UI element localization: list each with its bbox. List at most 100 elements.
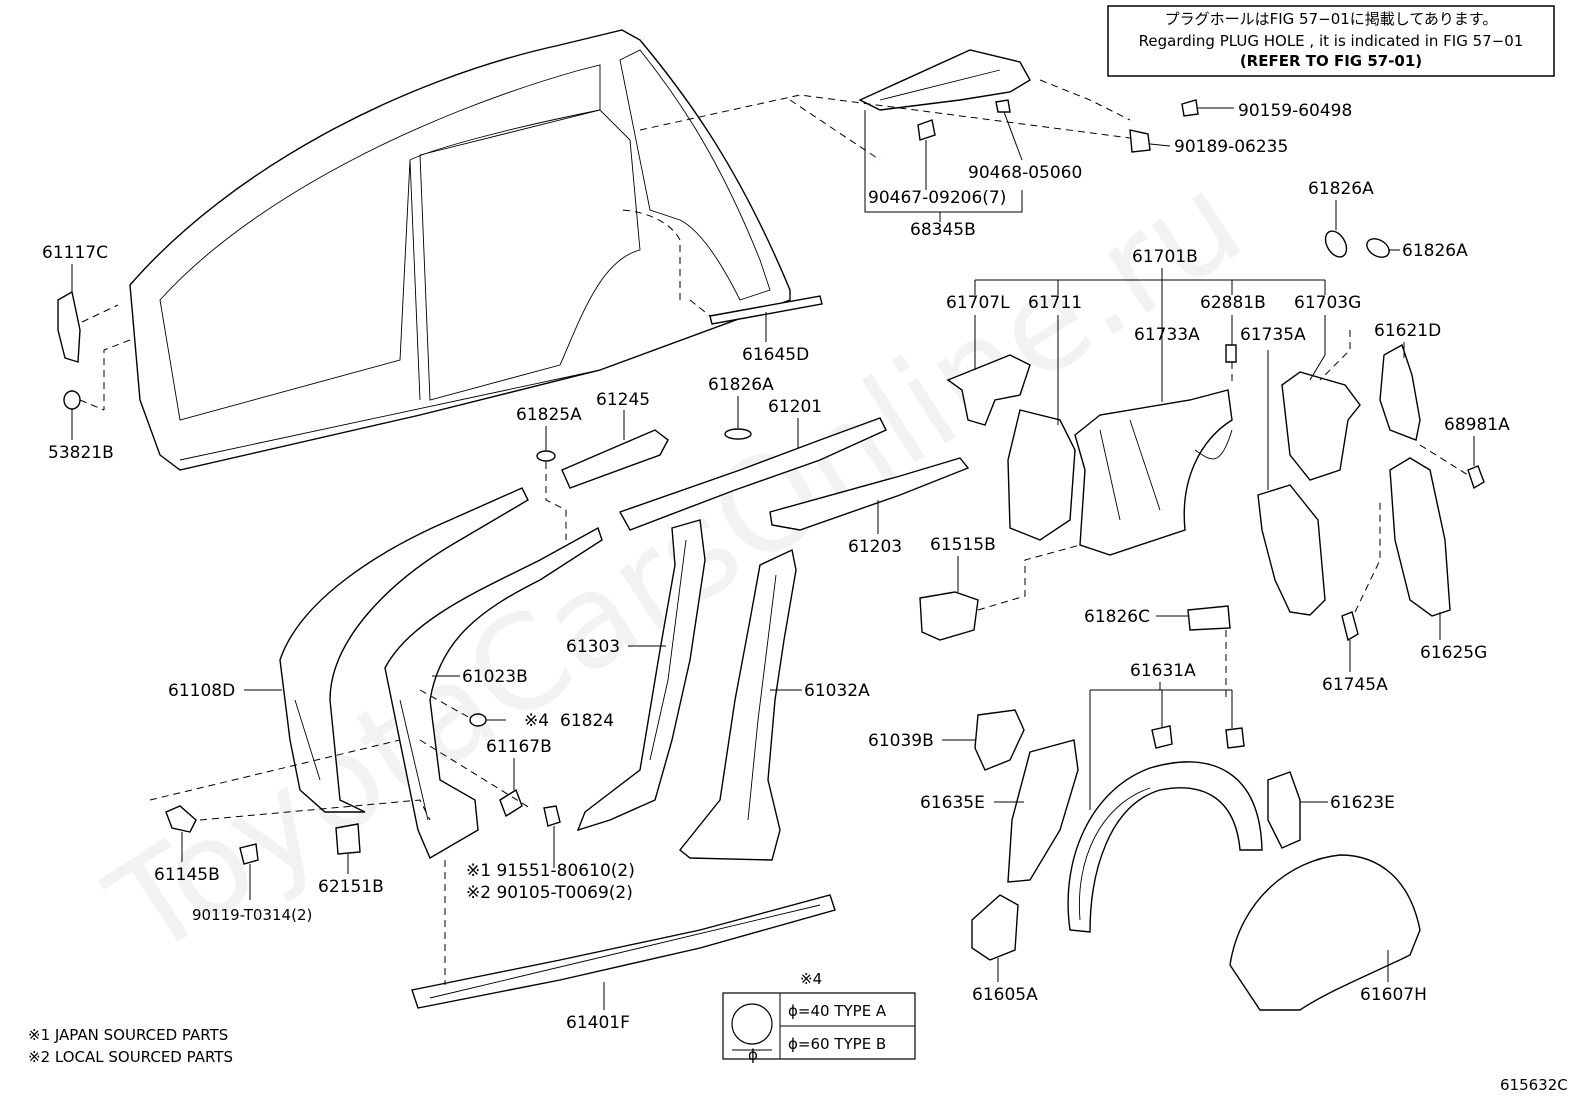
- label-61039b: 61039B: [868, 731, 934, 751]
- plug-61826a-pair: [1324, 230, 1390, 258]
- part-61826c: [1187, 605, 1231, 631]
- label-91551: ※1 91551-80610(2): [466, 861, 635, 881]
- part-61245: [561, 429, 669, 489]
- label-61117c: 61117C: [42, 243, 108, 263]
- label-61201: 61201: [768, 397, 822, 417]
- part-68345b-panel: [639, 49, 1131, 161]
- label-90468: 90468-05060: [968, 163, 1082, 183]
- label-90105: ※2 90105-T0069(2): [466, 883, 633, 903]
- plug-61825a: [536, 450, 556, 462]
- part-61201-rail: [618, 417, 887, 531]
- part-61032a-pillar: [679, 548, 797, 861]
- part-68981a: [1467, 465, 1485, 490]
- label-61735a: 61735A: [1240, 325, 1306, 345]
- part-61023b-pillar: [384, 526, 603, 860]
- part-wheelhouse-arch: [1067, 761, 1263, 933]
- legend-phi: ϕ: [748, 1046, 758, 1064]
- label-62881b: 62881B: [1200, 293, 1266, 313]
- label-62151b: 62151B: [318, 877, 384, 897]
- label-61711: 61711: [1028, 293, 1082, 313]
- label-61703g: 61703G: [1294, 293, 1361, 313]
- part-61711: [1007, 409, 1076, 541]
- label-61826a-top: 61826A: [1308, 179, 1374, 199]
- bolt-90119: [239, 843, 259, 865]
- part-61645d-strip: [619, 209, 823, 325]
- label-61826c: 61826C: [1084, 607, 1150, 627]
- label-61824: 61824: [560, 711, 614, 731]
- label-90159: 90159-60498: [1238, 101, 1352, 121]
- label-61245: 61245: [596, 390, 650, 410]
- label-61167b: 61167B: [486, 737, 552, 757]
- part-62151b: [335, 823, 361, 855]
- part-61623e: [1267, 771, 1301, 849]
- part-61703g: [1281, 371, 1361, 481]
- label-61623e: 61623E: [1330, 793, 1395, 813]
- clip-90189: [1129, 129, 1171, 153]
- part-61108d-pillar: [279, 487, 529, 813]
- label-90119: 90119-T0314(2): [192, 906, 312, 924]
- label-61733a: 61733A: [1134, 325, 1200, 345]
- legend-box: ※4 ϕ ϕ=40 TYPE A ϕ=60 TYPE B: [722, 970, 916, 1064]
- label-61621d: 61621D: [1374, 321, 1441, 341]
- notice-line-2: Regarding PLUG HOLE , it is indicated in…: [1139, 32, 1524, 50]
- legend-heading: ※4: [800, 970, 822, 988]
- label-90467: 90467-09206(7): [868, 188, 1006, 208]
- label-53821b: 53821B: [48, 443, 114, 463]
- side-outer-panel: [129, 29, 791, 471]
- label-61145b: 61145B: [154, 865, 220, 885]
- label-61707l: 61707L: [946, 293, 1010, 313]
- legend-type-a: ϕ=40 TYPE A: [788, 1002, 887, 1020]
- notice-line-3: (REFER TO FIG 57-01): [1240, 52, 1422, 70]
- figure-id: 615632C: [1500, 1076, 1568, 1094]
- label-61032a: 61032A: [804, 681, 870, 701]
- label-61645d: 61645D: [742, 345, 809, 365]
- bolt-91551: [543, 805, 561, 827]
- footnote-1: ※1 JAPAN SOURCED PARTS: [28, 1026, 228, 1044]
- label-61631a: 61631A: [1130, 661, 1196, 681]
- plug-61826a-mid: [724, 428, 752, 440]
- label-61515b: 61515B: [930, 535, 996, 555]
- part-61039b: [974, 709, 1025, 771]
- label-68345b: 68345B: [910, 220, 976, 240]
- part-61635e: [1007, 739, 1079, 883]
- part-53821b-clip: [63, 390, 105, 411]
- label-61745a: 61745A: [1322, 675, 1388, 695]
- notice-line-1: プラグホールはFIG 57−01に掲載してあります。: [1165, 10, 1498, 28]
- part-61145b: [165, 805, 197, 833]
- part-62881b-bolt: [1225, 344, 1237, 363]
- bolt-90159: [1181, 99, 1234, 117]
- label-61605a: 61605A: [972, 985, 1038, 1005]
- label-61023b: 61023B: [462, 667, 528, 687]
- label-61203: 61203: [848, 537, 902, 557]
- label-90189: 90189-06235: [1174, 137, 1288, 157]
- part-61735a: [1257, 484, 1326, 616]
- part-61203-rail: [769, 457, 970, 531]
- label-68981a: 68981A: [1444, 415, 1510, 435]
- part-61631a-clip-2: [1225, 727, 1245, 749]
- notice-box: プラグホールはFIG 57−01に掲載してあります。 Regarding PLU…: [1107, 5, 1555, 77]
- part-61515b: [919, 591, 979, 641]
- part-61621d: [1379, 343, 1421, 441]
- part-61733a: [1074, 389, 1233, 556]
- part-61707l: [946, 354, 1031, 426]
- label-61607h: 61607H: [1360, 985, 1427, 1005]
- legend-type-b: ϕ=60 TYPE B: [788, 1035, 886, 1053]
- part-61607h: [1229, 854, 1421, 1011]
- label-61303: 61303: [566, 637, 620, 657]
- footnote-2: ※2 LOCAL SOURCED PARTS: [28, 1048, 233, 1066]
- part-61745a: [1341, 611, 1359, 642]
- part-61625g: [1389, 457, 1451, 617]
- label-61625g: 61625G: [1420, 643, 1487, 663]
- label-61826a-mid: 61826A: [708, 375, 774, 395]
- label-61108d: 61108D: [168, 681, 235, 701]
- label-61401f: 61401F: [566, 1013, 630, 1033]
- part-61303-pillar: [576, 519, 706, 832]
- label-61825a: 61825A: [516, 405, 582, 425]
- label-61826a-right: 61826A: [1402, 241, 1468, 261]
- grommet-61824: [469, 713, 487, 727]
- label-61635e: 61635E: [920, 793, 985, 813]
- part-61167b: [499, 788, 523, 818]
- part-61605a: [971, 894, 1019, 961]
- label-61701b: 61701B: [1132, 247, 1198, 267]
